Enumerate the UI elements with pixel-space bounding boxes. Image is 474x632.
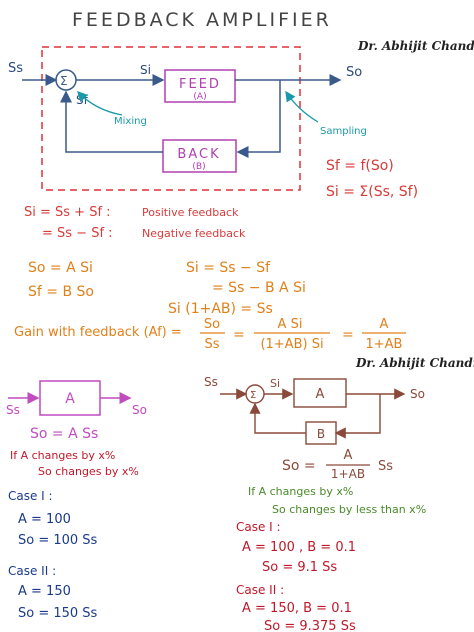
open-loop-notes: If A changes by x% So changes by x% Case… xyxy=(8,449,139,621)
left-if-line2: So changes by x% xyxy=(38,465,139,478)
equals-2: = xyxy=(342,327,354,343)
d2-equation: So = A Ss xyxy=(30,426,98,442)
left-if-line1: If A changes by x% xyxy=(10,449,115,462)
feed-block xyxy=(164,69,236,103)
page-title: FEEDBACK AMPLIFIER xyxy=(72,9,332,31)
frac3-den: 1+AB xyxy=(366,337,403,352)
right-case2-ab: A = 150, B = 0.1 xyxy=(242,601,352,616)
left-case1-a: A = 100 xyxy=(18,512,71,527)
frac1-num: So xyxy=(204,317,220,332)
d2-input-label: Ss xyxy=(6,403,20,417)
positive-feedback-eq: Si = Ss + Sf : xyxy=(24,205,111,220)
left-case1-so: So = 100 Ss xyxy=(18,533,98,548)
output-signal-label: So xyxy=(346,65,362,80)
right-if-line1: If A changes by x% xyxy=(248,485,353,498)
d3-output-label: So xyxy=(410,387,425,401)
back-block xyxy=(162,139,237,173)
author-signature: Dr. Abhijit Chandra, JU xyxy=(357,39,474,53)
d3-block-a xyxy=(293,378,347,408)
left-case1: Case I : xyxy=(8,489,53,503)
right-case1-ab: A = 100 , B = 0.1 xyxy=(242,540,356,555)
sf-definition: Sf = f(So) xyxy=(326,158,394,174)
eq-so: So = A Si xyxy=(28,260,93,276)
equals-1: = xyxy=(233,327,245,343)
sampling-pointer xyxy=(285,90,319,123)
d2-output-label: So xyxy=(132,403,147,417)
d2-block-label: A xyxy=(65,391,75,407)
positive-feedback-text: Positive feedback xyxy=(142,206,239,219)
input-signal-label: Ss xyxy=(8,61,23,76)
frac1-den: Ss xyxy=(204,337,219,352)
right-if-line2: So changes by less than x% xyxy=(272,503,426,516)
eq-sf: Sf = B So xyxy=(28,284,94,300)
negative-feedback-eq: = Ss − Sf : xyxy=(42,226,113,241)
closed-loop-notes: If A changes by x% So changes by less th… xyxy=(236,485,426,632)
closed-loop-diagram: Ss Σ Si A So B So = A 1+AB Ss xyxy=(204,375,425,481)
d3-eq-rhs: Ss xyxy=(378,459,393,474)
feed-sub-label: (A) xyxy=(193,92,206,102)
dashed-boundary xyxy=(41,46,301,191)
feedback-block-diagram: Ss Σ Si FEED (A) So BACK (B) Sf Mixing S… xyxy=(8,46,367,191)
gain-label: Gain with feedback (Af) = xyxy=(14,325,182,340)
mixing-label: Mixing xyxy=(114,116,147,127)
d3-block-b-label: B xyxy=(317,427,325,441)
feedback-path-right xyxy=(236,80,281,158)
si-label: Si xyxy=(140,63,151,77)
feedback-path-left xyxy=(60,90,163,153)
d3-block-a-label: A xyxy=(316,387,325,402)
d3-eq-den: 1+AB xyxy=(331,467,365,481)
gain-derivation: So = A Si Sf = B So Si = Ss − Sf = Ss − … xyxy=(14,260,406,352)
sampling-label: Sampling xyxy=(320,126,367,137)
negative-feedback-text: Negative feedback xyxy=(142,227,246,240)
author-signature-2: Dr. Abhijit Chandra, JU xyxy=(355,356,474,370)
back-label: BACK xyxy=(177,147,220,162)
right-case2: Case II : xyxy=(236,583,284,597)
right-case2-so: So = 9.375 Ss xyxy=(264,619,356,632)
open-loop-diagram: Ss A So So = A Ss xyxy=(6,380,147,442)
si-definition: Si = Σ(Ss, Sf) xyxy=(326,184,418,200)
frac2-den: (1+AB) Si xyxy=(260,337,323,352)
d3-feedback-left xyxy=(249,402,306,434)
left-case2-so: So = 150 Ss xyxy=(18,606,98,621)
back-sub-label: (B) xyxy=(192,162,205,172)
frac2-num: A Si xyxy=(278,317,303,332)
eq-si: Si = Ss − Sf xyxy=(186,260,271,276)
feed-label: FEED xyxy=(179,77,221,92)
d3-sum-symbol: Σ xyxy=(250,390,256,401)
eq-si-expanded: = Ss − B A Si xyxy=(212,280,306,296)
d3-si-label: Si xyxy=(270,377,280,390)
mixing-pointer xyxy=(77,91,123,116)
left-case2: Case II : xyxy=(8,564,56,578)
d3-input-label: Ss xyxy=(204,375,218,389)
d3-feedback-right xyxy=(334,394,381,439)
d3-eq-num: A xyxy=(344,448,353,463)
right-case1-so: So = 9.1 Ss xyxy=(262,560,337,575)
right-case1: Case I : xyxy=(236,520,281,534)
sum-symbol: Σ xyxy=(60,74,68,88)
eq-si-factored: Si (1+AB) = Ss xyxy=(168,301,273,317)
left-case2-a: A = 150 xyxy=(18,584,71,599)
frac3-num: A xyxy=(380,317,389,332)
d3-eq-lhs: So = xyxy=(282,458,316,474)
